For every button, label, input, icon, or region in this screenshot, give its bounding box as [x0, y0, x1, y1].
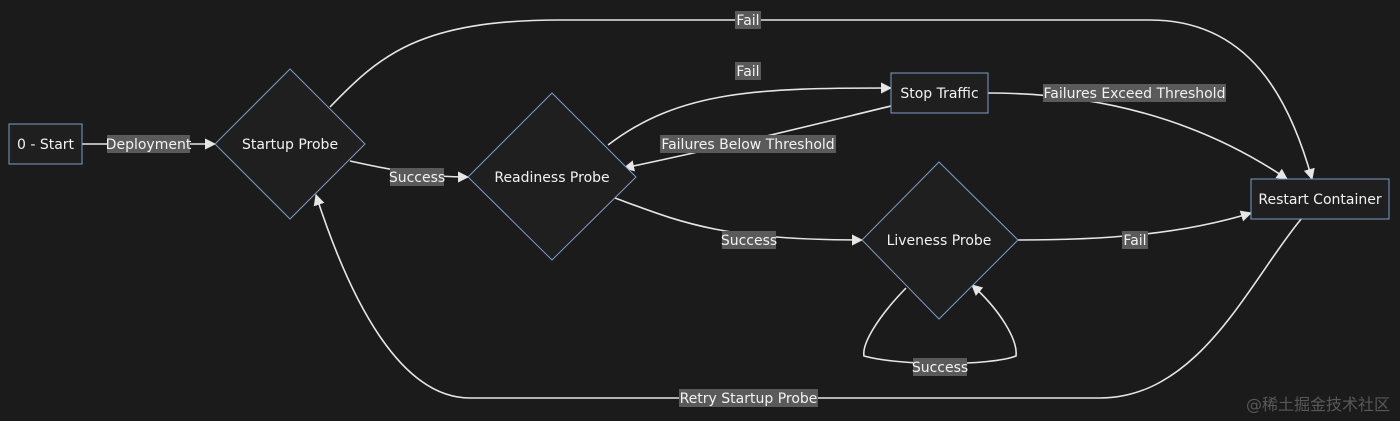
label-readiness-success: Success: [721, 231, 777, 249]
svg-text:Fail: Fail: [1123, 233, 1146, 249]
edge-retry-startup: [313, 193, 1303, 399]
label-failures-exceed: Failures Exceed Threshold: [1043, 84, 1226, 102]
svg-text:Deployment: Deployment: [106, 137, 192, 153]
label-readiness-fail: Fail: [735, 62, 761, 80]
label-liveness-fail: Fail: [1122, 231, 1148, 249]
svg-text:Fail: Fail: [736, 64, 759, 80]
edge-startup-fail: [329, 19, 1315, 181]
watermark: @稀土掘金技术社区: [1245, 395, 1390, 414]
node-startup-probe: Startup Probe: [214, 68, 366, 220]
svg-text:Success: Success: [912, 360, 968, 376]
node-liveness-probe: Liveness Probe: [861, 161, 1019, 320]
edge-readiness-fail: [607, 82, 893, 146]
node-readiness-probe: Readiness Probe: [467, 92, 637, 261]
node-liveness-probe-label: Liveness Probe: [887, 233, 992, 249]
svg-text:Fail: Fail: [736, 13, 759, 29]
svg-text:Failures Below Threshold: Failures Below Threshold: [661, 137, 834, 153]
svg-text:Success: Success: [721, 233, 777, 249]
node-stop-traffic: Stop Traffic: [890, 72, 989, 114]
node-start: 0 - Start: [8, 123, 83, 165]
node-startup-probe-label: Startup Probe: [242, 137, 338, 153]
svg-text:Retry Startup Probe: Retry Startup Probe: [680, 391, 818, 407]
node-stop-traffic-label: Stop Traffic: [900, 86, 978, 102]
label-failures-below: Failures Below Threshold: [660, 135, 836, 153]
edge-failures-exceed: [987, 92, 1288, 180]
node-readiness-probe-label: Readiness Probe: [494, 170, 609, 186]
label-startup-fail: Fail: [735, 11, 761, 29]
label-startup-success: Success: [389, 168, 445, 186]
label-deployment: Deployment: [106, 135, 192, 153]
label-retry-startup: Retry Startup Probe: [679, 389, 818, 407]
svg-text:Failures Exceed Threshold: Failures Exceed Threshold: [1044, 86, 1226, 102]
node-restart-container-label: Restart Container: [1258, 192, 1381, 208]
node-restart-container: Restart Container: [1250, 178, 1390, 220]
svg-text:Success: Success: [389, 170, 445, 186]
node-start-label: 0 - Start: [17, 137, 75, 153]
label-liveness-success: Success: [912, 358, 968, 376]
edge-readiness-success: [614, 197, 864, 246]
